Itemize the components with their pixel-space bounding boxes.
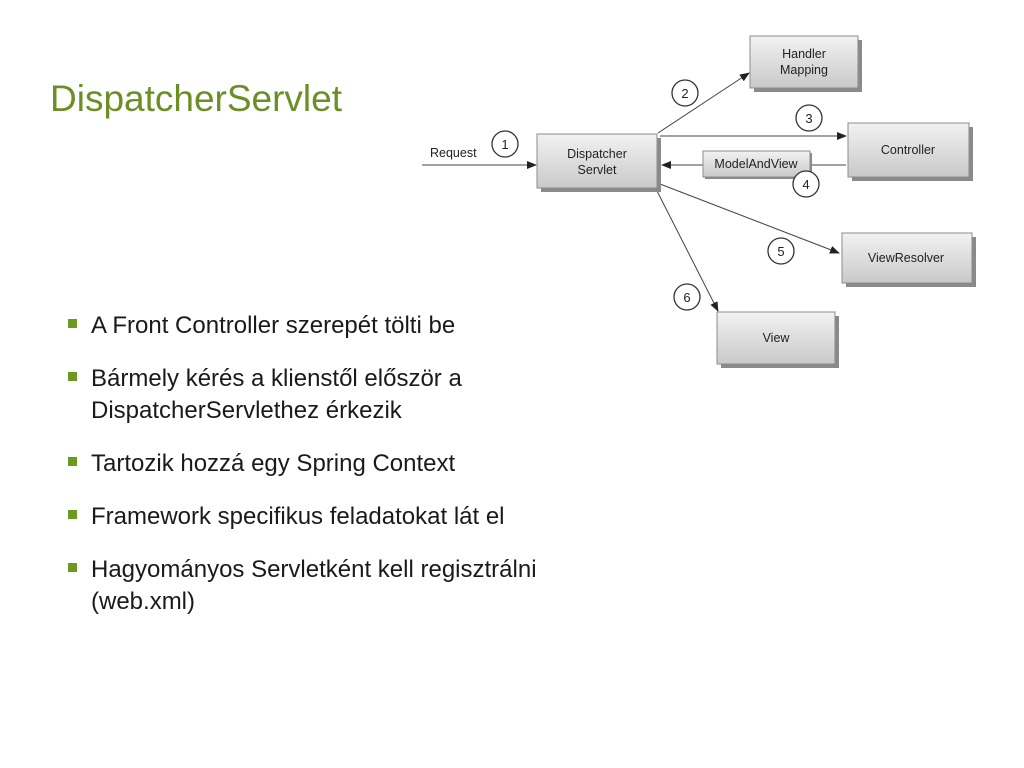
dispatcher-label-line2: Servlet <box>578 163 617 177</box>
step-4-circle <box>792 170 820 198</box>
handler-mapping-node: Handler Mapping <box>749 35 862 92</box>
step-1-label: 1 <box>501 137 508 152</box>
step-6-label: 6 <box>683 290 690 305</box>
bullet-text: Framework specifikus feladatokat lát el <box>91 503 505 530</box>
view-label: View <box>763 331 791 345</box>
dispatcher-label-line1: Dispatcher <box>567 147 627 161</box>
step-1-circle <box>491 130 519 158</box>
request-label: Request <box>430 146 477 160</box>
view-node: View <box>716 311 839 368</box>
step-5-circle <box>767 237 795 265</box>
bullet-item: Hagyományos Servletként kell regisztráln… <box>68 554 648 618</box>
bullet-text: DispatcherServlethez érkezik <box>91 397 402 424</box>
slide-title: DispatcherServlet <box>50 78 343 119</box>
handler-mapping-label-line2: Mapping <box>780 63 828 77</box>
bullet-list: A Front Controller szerepét tölti be Bár… <box>68 310 648 639</box>
bullet-item: Bármely kérés a klienstől először a Disp… <box>68 363 648 427</box>
bullet-square-icon <box>68 319 77 328</box>
view-resolver-label: ViewResolver <box>868 251 944 265</box>
controller-label: Controller <box>881 143 935 157</box>
step-6-circle <box>673 283 701 311</box>
view-resolver-node: ViewResolver <box>841 232 976 287</box>
model-and-view-node: ModelAndView <box>702 150 812 179</box>
controller-node: Controller <box>847 122 973 181</box>
bullet-text: Bármely kérés a klienstől először a <box>91 365 462 392</box>
step-3-circle <box>795 104 823 132</box>
bullet-square-icon <box>68 510 77 519</box>
step-3-label: 3 <box>805 111 812 126</box>
arrow-to-handler-mapping <box>657 72 750 134</box>
step-2-label: 2 <box>681 86 688 101</box>
bullet-square-icon <box>68 372 77 381</box>
arrow-to-view <box>655 188 719 312</box>
step-2-circle <box>671 79 699 107</box>
arrow-to-view-resolver <box>659 183 840 254</box>
handler-mapping-label-line1: Handler <box>782 47 826 61</box>
bullet-item: Framework specifikus feladatokat lát el <box>68 501 648 533</box>
bullet-text: Tartozik hozzá egy Spring Context <box>91 450 456 477</box>
step-5-label: 5 <box>777 244 784 259</box>
bullet-item: A Front Controller szerepét tölti be <box>68 310 648 342</box>
bullet-text: Hagyományos Servletként kell regisztráln… <box>91 556 537 583</box>
model-and-view-label: ModelAndView <box>714 157 798 171</box>
dispatcher-servlet-node: Dispatcher Servlet <box>536 133 661 192</box>
bullet-text: (web.xml) <box>91 588 196 615</box>
step-4-label: 4 <box>802 177 809 192</box>
bullet-text: A Front Controller szerepét tölti be <box>91 312 456 339</box>
bullet-square-icon <box>68 563 77 572</box>
bullet-square-icon <box>68 457 77 466</box>
bullet-item: Tartozik hozzá egy Spring Context <box>68 448 648 480</box>
